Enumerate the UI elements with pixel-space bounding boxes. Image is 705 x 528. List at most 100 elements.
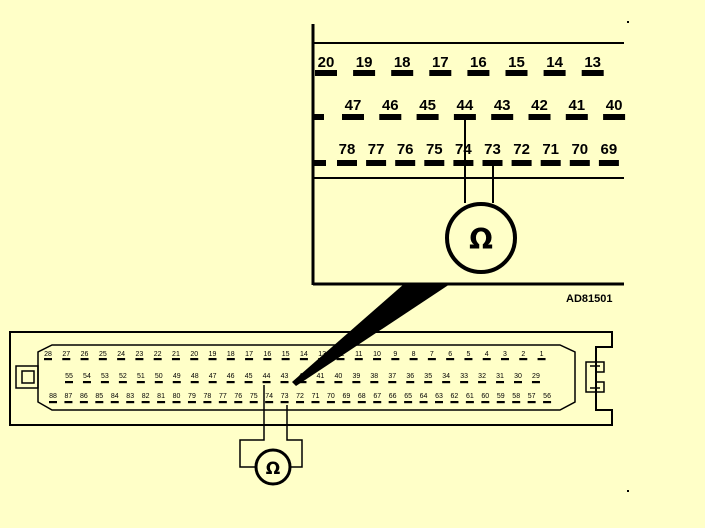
connector-pin-terminal-40 [334,381,343,384]
connector-pin-label-53: 53 [101,373,109,380]
connector-pin-label-18: 18 [227,351,235,358]
connector-pin-terminal-44 [262,381,271,384]
connector-pin-terminal-10 [373,358,382,361]
connector-pin-label-6: 6 [448,351,452,358]
connector-pin-label-17: 17 [245,351,253,358]
connector-pin-label-51: 51 [137,373,145,380]
connector-pin-terminal-86 [79,401,88,404]
connector-pin-terminal-46 [226,381,235,384]
connector-probe-wires [239,385,303,468]
connector-pin-terminal-48 [190,381,199,384]
connector-pin-label-54: 54 [83,373,91,380]
connector-pin-terminal-8 [409,358,418,361]
connector-outline [9,331,613,426]
connector-pin-terminal-54 [82,381,91,384]
enlarged-pin-label-47: 47 [345,97,362,114]
enlarged-pin-label-42: 42 [531,97,548,114]
connector-pin-label-32: 32 [478,373,486,380]
ohmmeter-small-circle [254,448,292,486]
connector-pin-terminal-18 [226,358,235,361]
enlarged-pin-label-17: 17 [432,54,449,71]
enlarged-pin-terminal-74 [453,160,474,166]
connector-pin-label-36: 36 [406,373,414,380]
enlarged-pin-terminal-partial [314,160,326,166]
connector-pin-terminal-60 [481,401,490,404]
connector-pin-label-76: 76 [234,393,242,400]
connector-pin-terminal-13 [318,358,327,361]
connector-pin-terminal-63 [435,401,443,404]
enlarged-pin-label-16: 16 [470,54,487,71]
connector-pin-label-55: 55 [65,373,73,380]
enlarged-pin-terminal-77 [366,160,387,166]
connector-pin-terminal-55 [65,381,73,384]
connector-pin-label-8: 8 [412,351,416,358]
connector-pin-label-70: 70 [327,393,335,400]
connector-pin-terminal-17 [245,358,254,361]
enlarged-pin-label-19: 19 [356,54,373,71]
enlarged-pin-terminal-75 [424,160,445,166]
connector-pin-terminal-29 [531,381,540,384]
connector-pin-terminal-4 [482,358,491,361]
connector-pin-label-50: 50 [155,373,163,380]
connector-pin-label-39: 39 [352,373,360,380]
connector-pin-label-29: 29 [532,373,540,380]
connector-pin-label-38: 38 [370,373,378,380]
connector-pin-label-81: 81 [157,393,165,400]
connector-pin-terminal-82 [141,401,150,404]
ohm-icon: Ω [469,223,493,256]
enlarged-pin-label-75: 75 [426,141,443,158]
connector-pin-terminal-80 [172,401,181,404]
connector-pin-label-52: 52 [119,373,127,380]
connector-pin-terminal-51 [136,381,145,384]
connector-pin-label-5: 5 [466,351,470,358]
connector-pin-terminal-22 [153,358,162,361]
enlarged-pin-label-43: 43 [494,97,511,114]
enlarged-pin-label-76: 76 [397,141,414,158]
connector-pin-terminal-72 [296,401,305,404]
connector-pin-terminal-43 [280,381,289,384]
connector-pin-terminal-58 [512,401,521,404]
reference-code: AD81501 [566,293,612,305]
connector-pin-label-85: 85 [95,393,103,400]
enlarged-pin-terminal-72 [511,160,532,166]
connector-pin-label-41: 41 [317,373,325,380]
connector-pin-terminal-30 [514,381,522,384]
connector-pin-terminal-73 [280,401,289,404]
connector-pin-label-37: 37 [388,373,396,380]
connector-pin-terminal-64 [419,401,428,404]
connector-pin-label-40: 40 [335,373,343,380]
connector-pin-label-43: 43 [281,373,289,380]
enlarged-pin-label-45: 45 [419,97,436,114]
enlarged-pin-label-69: 69 [601,141,618,158]
enlarged-pin-label-20: 20 [318,54,335,71]
connector-pin-label-20: 20 [190,351,198,358]
enlarged-pin-terminal-73 [482,160,503,166]
connector-pin-label-78: 78 [204,393,212,400]
connector-pin-terminal-59 [496,401,505,404]
connector-pin-label-7: 7 [430,351,434,358]
connector-pin-label-62: 62 [451,393,459,400]
connector-pin-label-30: 30 [514,373,522,380]
enlarged-pin-terminal-43 [491,114,514,120]
connector-pin-label-22: 22 [154,351,162,358]
enlarged-pin-label-18: 18 [394,54,411,71]
connector-pin-terminal-56 [543,401,552,404]
enlarged-pin-label-70: 70 [571,141,588,158]
connector-pin-label-34: 34 [442,373,450,380]
connector-pin-terminal-3 [501,358,509,361]
connector-pin-terminal-69 [342,401,351,404]
connector-pin-label-1: 1 [540,351,544,358]
connector-pin-terminal-57 [527,401,536,404]
connector-pin-terminal-70 [326,401,335,404]
enlarged-pin-terminal-17 [429,70,452,76]
connector-pin-label-84: 84 [111,393,119,400]
connector-pin-terminal-68 [357,401,366,404]
connector-pin-label-10: 10 [373,351,381,358]
enlarged-probe-wires [464,118,494,203]
enlarged-pin-terminal-47 [342,114,364,120]
connector-pin-terminal-41 [316,381,325,384]
connector-pin-label-35: 35 [424,373,432,380]
